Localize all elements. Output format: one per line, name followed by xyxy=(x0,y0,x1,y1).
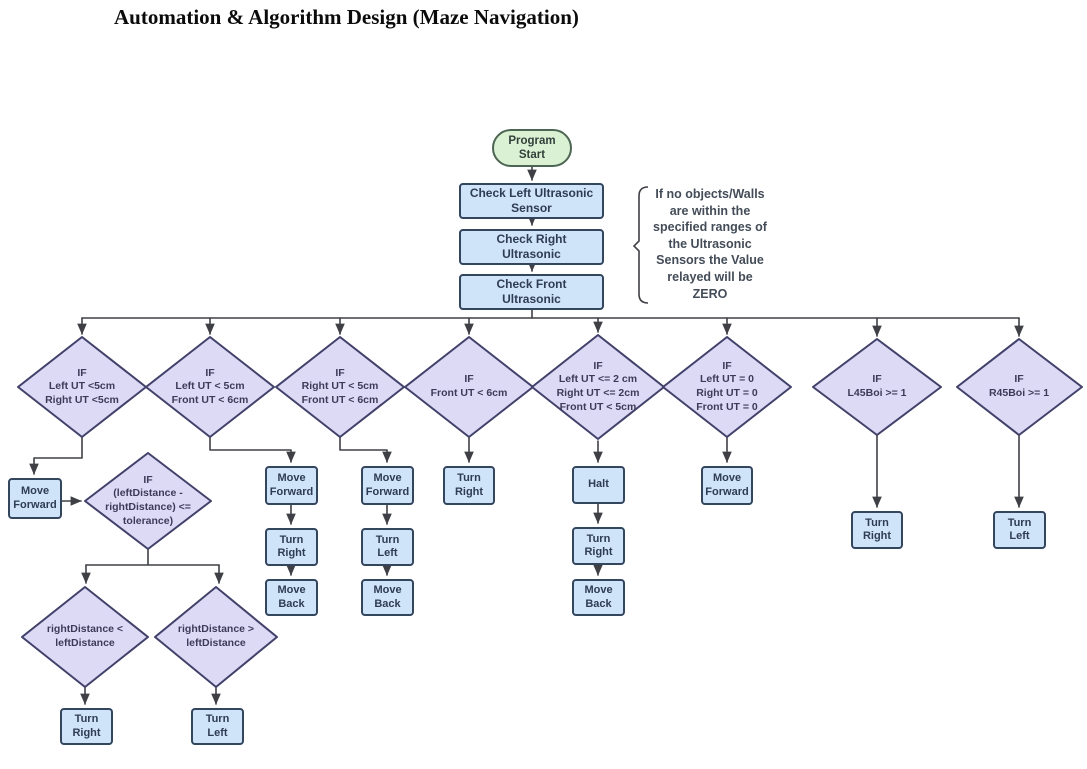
action-move-forward-2: Move Forward xyxy=(265,466,318,505)
action-move-back-3: Move Back xyxy=(361,579,414,616)
decision-d7-shape xyxy=(812,338,942,436)
decision-d8-label: IF R45Boi >= 1 xyxy=(988,373,1050,399)
action-halt-5: Halt xyxy=(572,466,625,504)
action-move-back-5: Move Back xyxy=(572,579,625,616)
action-turn-right-7: Turn Right xyxy=(851,511,903,549)
decision-d5-label: IF Left UT <= 2 cm Right UT <= 2cm Front… xyxy=(556,359,640,413)
process-check-right-ultrasonic: Check Right Ultrasonic xyxy=(459,229,604,265)
decision-d5-shape xyxy=(531,334,665,440)
diagram-title: Automation & Algorithm Design (Maze Navi… xyxy=(114,5,579,29)
decision-d7-label: IF L45Boi >= 1 xyxy=(847,373,907,399)
connector-tolerance-split xyxy=(85,548,220,566)
decision-d4-shape xyxy=(404,336,534,438)
decision-rightgt-shape xyxy=(154,586,278,688)
decision-d6-label: IF Left UT = 0 Right UT = 0 Front UT = 0 xyxy=(696,359,758,413)
action-turn-left-10: Turn Left xyxy=(191,708,244,745)
decision-d8-shape xyxy=(956,338,1083,436)
decision-rightgt-label: rightDistance > leftDistance xyxy=(177,623,255,649)
decision-d2-label: IF Left UT < 5cm Front UT < 6cm xyxy=(171,366,249,406)
action-move-forward-3: Move Forward xyxy=(361,466,414,505)
decision-tolerance-shape xyxy=(84,452,212,550)
action-turn-right-9: Turn Right xyxy=(60,708,113,745)
decision-rightlt-label: rightDistance < leftDistance xyxy=(46,623,124,649)
decision-d2-shape xyxy=(145,336,275,438)
decision-d6-shape xyxy=(662,336,792,438)
action-turn-right-2: Turn Right xyxy=(265,528,318,566)
connector-d3-to-col3 xyxy=(339,436,392,463)
annotation-note: If no objects/Walls are within the speci… xyxy=(653,187,767,301)
terminator-program-start: Program Start xyxy=(492,129,572,167)
process-check-left-ultrasonic: Check Left Ultrasonic Sensor xyxy=(459,183,604,219)
action-turn-left-8: Turn Left xyxy=(993,511,1046,549)
decision-d1-label: IF Left UT <5cm Right UT <5cm xyxy=(45,366,119,406)
decision-tolerance-label: IF (leftDistance - rightDistance) <= tol… xyxy=(105,473,191,527)
action-move-forward-6: Move Forward xyxy=(701,466,753,505)
brace-icon xyxy=(632,186,649,304)
action-turn-right-4: Turn Right xyxy=(443,466,495,505)
action-turn-left-3: Turn Left xyxy=(361,528,414,566)
process-check-front-ultrasonic: Check Front Ultrasonic xyxy=(459,274,604,310)
decision-d4-label: IF Front UT < 6cm xyxy=(430,373,508,399)
decision-d3-shape xyxy=(275,336,405,438)
connector-d1-to-moveforward xyxy=(29,436,83,475)
action-move-back-2: Move Back xyxy=(265,579,318,616)
connector-d2-to-col2 xyxy=(209,436,296,463)
decision-d3-label: IF Right UT < 5cm Front UT < 6cm xyxy=(301,366,379,406)
action-move-forward-left: Move Forward xyxy=(8,478,62,519)
action-turn-right-5: Turn Right xyxy=(572,527,625,565)
decision-rightlt-shape xyxy=(21,586,149,688)
decision-d1-shape xyxy=(17,336,147,438)
